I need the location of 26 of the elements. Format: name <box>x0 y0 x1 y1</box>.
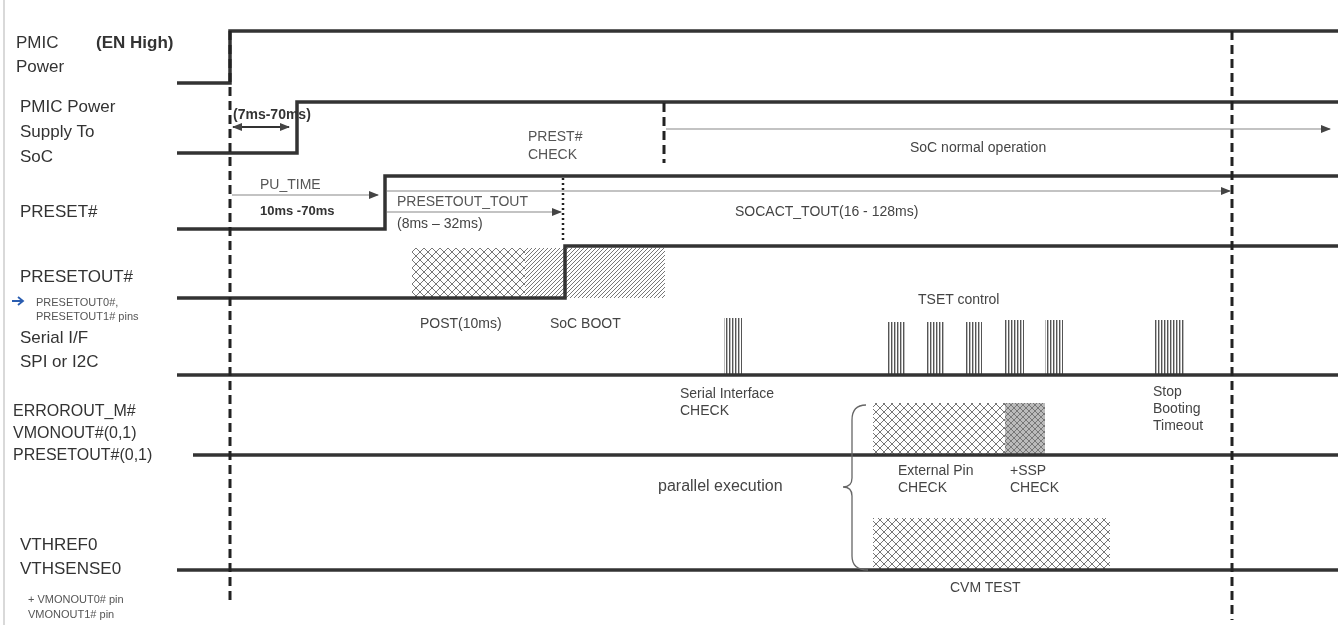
timing-label: SOCACT_TOUT(16 - 128ms) <box>735 202 919 220</box>
signal-name: VTHREF0 VTHSENSE0 <box>20 534 120 580</box>
signal-name: PRESETOUT# <box>20 266 134 288</box>
phase-label: parallel execution <box>658 476 783 496</box>
signal-name: PMIC Power <box>16 32 66 78</box>
timing-label: PRESETOUT_TOUT <box>397 193 528 209</box>
signal-name: ERROROUT_M# VMONOUT#(0,1) PRESETOUT#(0,1) <box>13 401 154 465</box>
signal-note: (EN High) <box>96 32 174 54</box>
pin-note: PRESETOUT0#, PRESETOUT1# pins <box>36 295 140 323</box>
phase-label: SoC BOOT <box>550 314 621 332</box>
timing-label: (8ms – 32ms) <box>397 215 483 231</box>
phase-label: TSET control <box>918 290 1000 308</box>
timing-label: SoC normal operation <box>910 138 1047 156</box>
phase-label: Serial Interface CHECK <box>680 385 776 419</box>
timing-label: PU_TIME <box>260 175 321 193</box>
phase-label: POST(10ms) <box>420 314 502 332</box>
timing-label: 10ms -70ms <box>260 203 335 219</box>
phase-label: Stop Booting Timeout <box>1153 383 1205 434</box>
signal-name: Serial I/F SPI or I2C <box>20 327 100 373</box>
timing-label: PREST# CHECK <box>528 127 584 163</box>
phase-label: External Pin CHECK <box>898 462 975 496</box>
phase-label: +SSP CHECK <box>1010 462 1060 496</box>
phase-label: CVM TEST <box>950 578 1021 596</box>
pin-note: + VMONOUT0# pin VMONOUT1# pin <box>28 592 125 622</box>
signal-name: PMIC Power Supply To SoC <box>20 96 117 168</box>
signal-name: PRESET# <box>20 201 98 223</box>
